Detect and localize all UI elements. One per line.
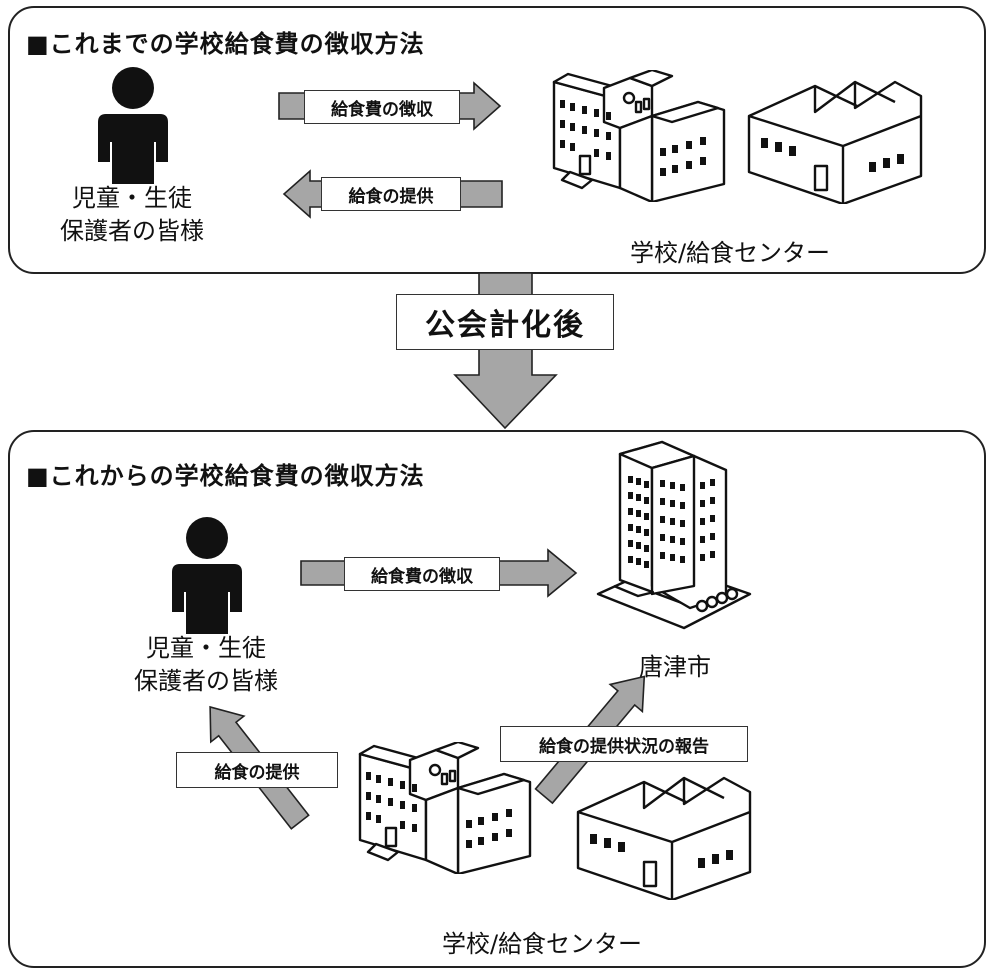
after-public-accounting-label: 公会計化後	[396, 294, 614, 350]
lunch-center-factory-icon	[747, 80, 923, 204]
people-label-top: 児童・生徒 保護者の皆様	[52, 182, 212, 248]
provide-label-top: 給食の提供	[321, 177, 461, 211]
school-building-icon	[358, 742, 532, 874]
provide-label-bottom: 給食の提供	[176, 752, 338, 788]
future-method-title: ■これからの学校給食費の徴収方法	[26, 462, 425, 490]
people-label-line1: 児童・生徒	[72, 184, 192, 212]
person-icon	[172, 517, 242, 634]
lunch-center-factory-icon	[576, 776, 752, 900]
person-icon	[98, 67, 168, 184]
future-method-panel	[8, 430, 986, 968]
facility-label-top: 学校/給食センター	[629, 239, 831, 267]
collect-label-top: 給食費の徴収	[304, 90, 460, 124]
report-label: 給食の提供状況の報告	[500, 726, 748, 762]
people-label-line2: 保護者の皆様	[60, 217, 204, 245]
facility-label-bottom: 学校/給食センター	[441, 930, 643, 958]
people-label-line2: 保護者の皆様	[134, 667, 278, 695]
city-label: 唐津市	[639, 653, 711, 681]
collect-label-bottom: 給食費の徴収	[344, 557, 500, 591]
current-method-title: ■これまでの学校給食費の徴収方法	[26, 30, 425, 58]
city-hall-icon	[596, 440, 752, 630]
people-label-line1: 児童・生徒	[146, 634, 266, 662]
people-label-bottom: 児童・生徒 保護者の皆様	[126, 632, 286, 698]
school-building-icon	[552, 70, 726, 202]
